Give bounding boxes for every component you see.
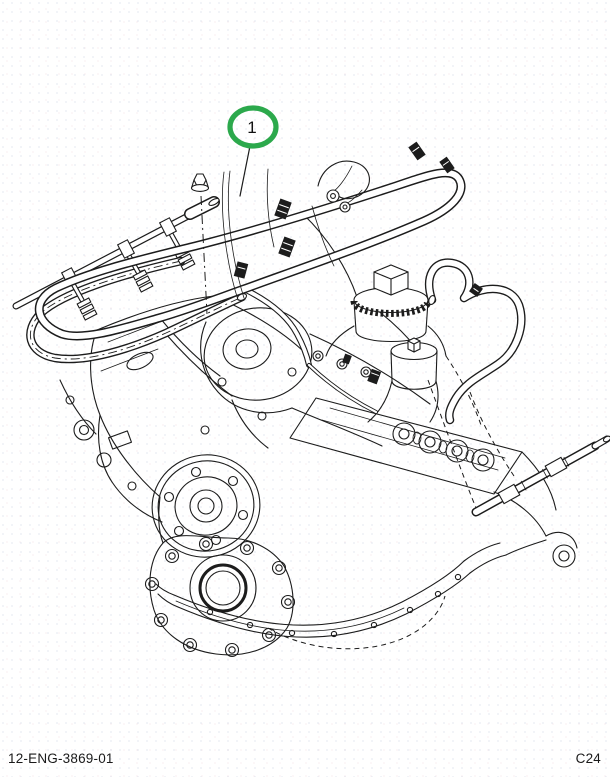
- oil-pan: [155, 542, 507, 650]
- wire-harness: [34, 141, 466, 414]
- hook-hose: [424, 258, 526, 425]
- footer-figure-code: 12-ENG-3869-01: [8, 751, 114, 766]
- crank-hub: [151, 454, 261, 558]
- valve-cover: [289, 379, 523, 509]
- front-cover: [144, 535, 296, 658]
- injector-line: [12, 196, 220, 321]
- mount-stud: [190, 173, 210, 315]
- fuel-filter: [367, 337, 439, 423]
- callout-circle: [227, 105, 279, 149]
- glow-plug-rail: [471, 435, 610, 517]
- oil-filter-housing: [325, 264, 447, 357]
- callout-1: 1: [227, 105, 279, 197]
- turbocharger: [200, 307, 383, 449]
- footer-page-code: C24: [575, 751, 601, 766]
- left-hose: [26, 256, 248, 364]
- callout-number: 1: [247, 118, 256, 137]
- callout-leader-line: [239, 145, 251, 197]
